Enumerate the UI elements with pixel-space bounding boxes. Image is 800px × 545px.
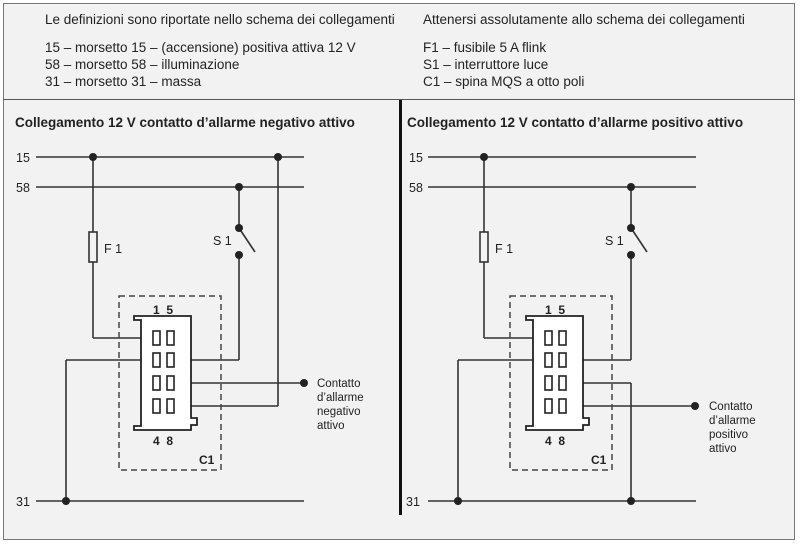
switch-contact-dot <box>235 224 243 232</box>
contact-terminal-dot <box>691 402 699 410</box>
contact-label: attivo <box>317 420 345 432</box>
junction-dot <box>89 153 97 161</box>
legend-line: 31 – morsetto 31 – massa <box>45 74 202 89</box>
connector-label: C1 <box>199 453 215 467</box>
rail-label-31: 31 <box>16 495 30 509</box>
pin-numbers-bottom: 4 8 <box>545 434 565 448</box>
contact-label: d’allarme <box>317 392 364 404</box>
switch-contact-dot <box>627 224 635 232</box>
connector-label: C1 <box>591 453 607 467</box>
diagram-title-positive: Collegamento 12 V contatto d’allarme pos… <box>407 115 744 130</box>
legend-line: 58 – morsetto 58 – illuminazione <box>45 57 240 72</box>
contact-label: Contatto <box>709 401 752 413</box>
connector-boundary <box>118 295 222 471</box>
rail-label-15: 15 <box>409 151 423 165</box>
rail-label-31: 31 <box>406 495 420 509</box>
switch-label: S 1 <box>213 234 232 248</box>
legend-line: 15 – morsetto 15 – (accensione) positiva… <box>45 40 356 55</box>
junction-dot <box>480 153 488 161</box>
pin-numbers-top: 1 5 <box>545 303 565 317</box>
diagram-title-negative: Collegamento 12 V contatto d’allarme neg… <box>15 115 355 130</box>
panel-divider <box>399 100 402 515</box>
pin-numbers-top: 1 5 <box>153 303 173 317</box>
rail-label-15: 15 <box>16 151 30 165</box>
rail-label-58: 58 <box>409 181 423 195</box>
junction-dot <box>235 183 243 191</box>
wiring-diagram-negative: 15 58 31 F 1 S 1 1 5 4 8 C1 Contatto d’a… <box>16 151 364 509</box>
junction-dot <box>627 497 635 505</box>
contact-label: negativo <box>317 406 360 418</box>
switch-label: S 1 <box>605 234 624 248</box>
junction-dot <box>627 183 635 191</box>
connector-body <box>133 315 198 431</box>
switch-contact-dot <box>627 251 635 259</box>
header-left-title: Le definizioni sono riportate nello sche… <box>45 12 395 27</box>
contact-terminal-dot <box>300 379 308 387</box>
junction-dot <box>274 153 282 161</box>
connector-boundary <box>509 295 613 471</box>
legend-line: C1 – spina MQS a otto poli <box>423 74 585 89</box>
header-divider <box>3 99 795 100</box>
connector-body <box>525 315 590 431</box>
legend-line: F1 – fusibile 5 A flink <box>423 40 547 55</box>
pin-numbers-bottom: 4 8 <box>153 434 173 448</box>
contact-label: Contatto <box>317 378 360 390</box>
header-right-title: Attenersi assolutamente allo schema dei … <box>423 12 745 27</box>
switch-contact-dot <box>235 251 243 259</box>
connector-pins <box>544 330 567 414</box>
wiring-diagram-positive: 15 58 31 F 1 S 1 1 5 4 8 C1 Contatto d’a… <box>406 151 756 509</box>
junction-dot <box>454 497 462 505</box>
fuse-label: F 1 <box>495 242 513 256</box>
contact-label: attivo <box>709 443 737 455</box>
junction-dot <box>62 497 70 505</box>
fuse-icon <box>479 231 489 263</box>
fuse-label: F 1 <box>104 242 122 256</box>
legend-line: S1 – interruttore luce <box>423 57 549 72</box>
contact-label: positivo <box>709 429 748 441</box>
contact-label: d’allarme <box>709 415 756 427</box>
rail-label-58: 58 <box>16 181 30 195</box>
connector-pins <box>152 330 175 414</box>
fuse-icon <box>88 231 98 263</box>
